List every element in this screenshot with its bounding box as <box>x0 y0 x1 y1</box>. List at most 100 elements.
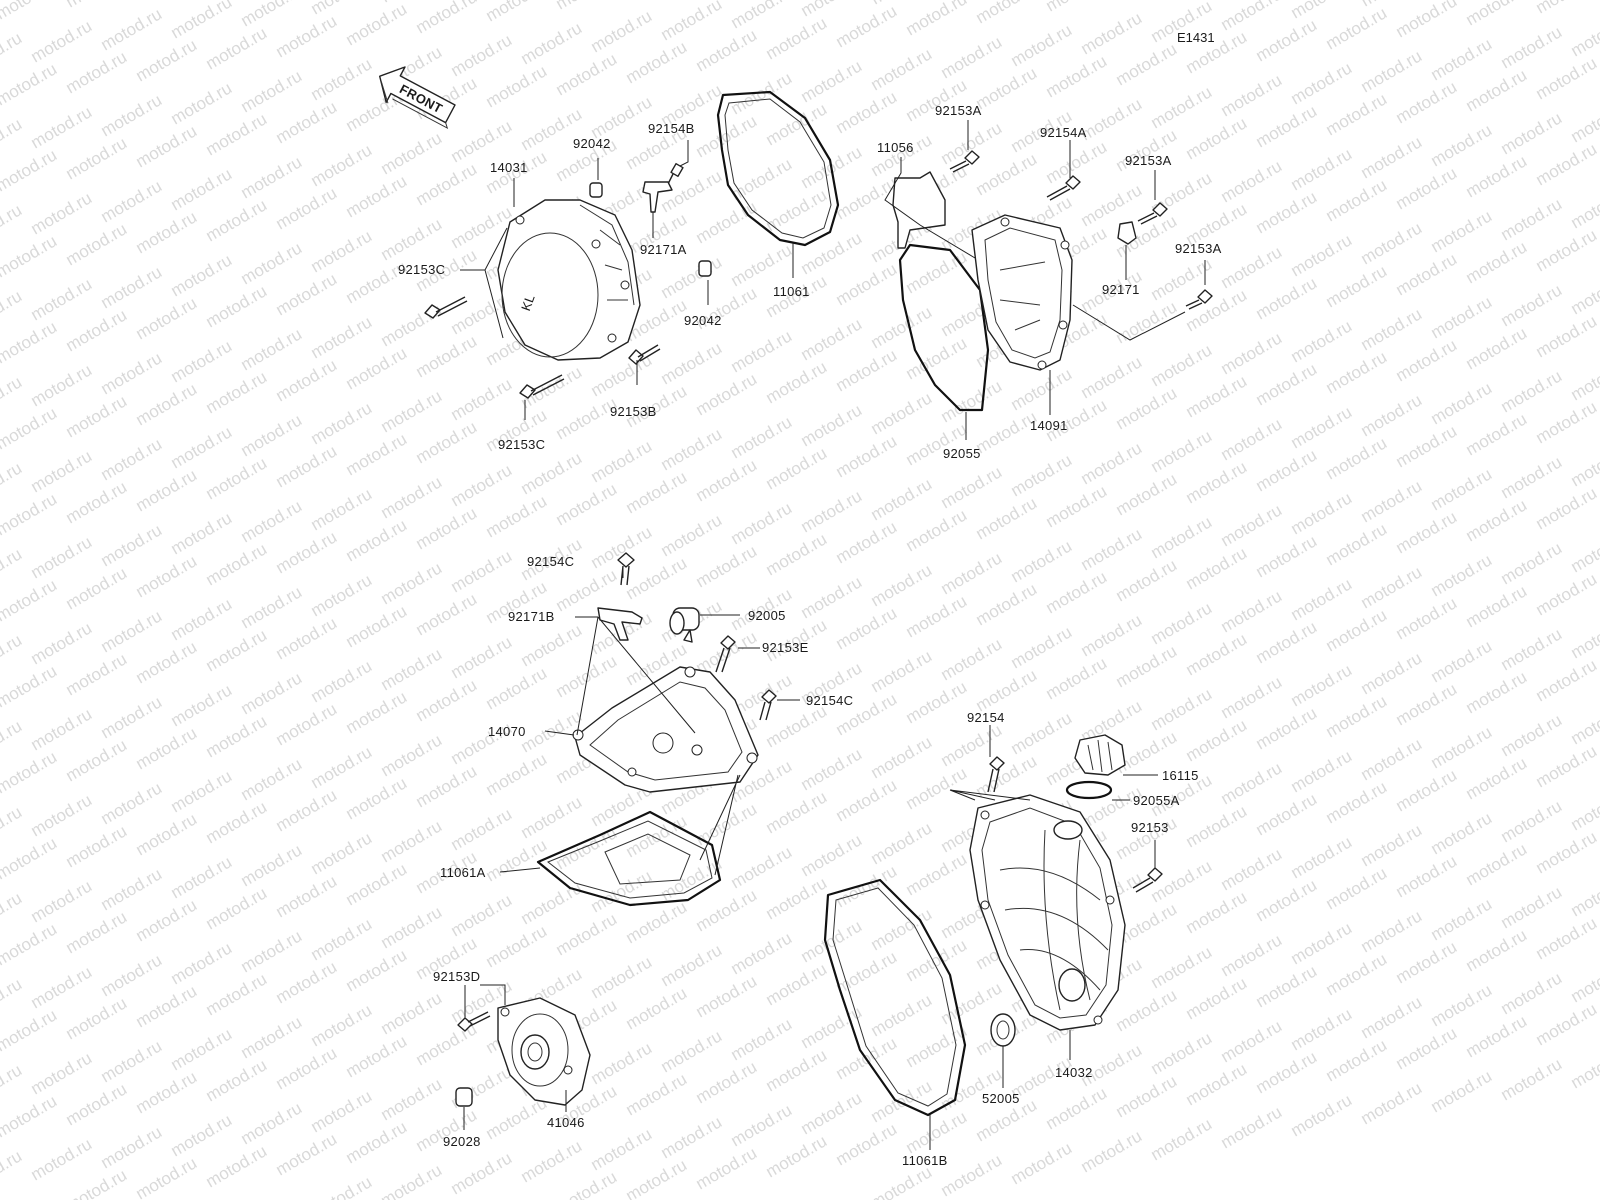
watermark-text: motod.ru <box>1393 765 1461 815</box>
label-92153e: 92153E <box>762 640 809 655</box>
watermark-text: motod.ru <box>1393 1023 1461 1073</box>
watermark-text: motod.ru <box>1253 617 1321 667</box>
watermark-text: motod.ru <box>168 508 236 558</box>
watermark-text: motod.ru <box>833 775 901 825</box>
part-11061a-gasket <box>536 810 722 907</box>
watermark-text: motod.ru <box>308 828 376 878</box>
watermark-text: motod.ru <box>868 732 936 782</box>
watermark-text: motod.ru <box>763 357 831 407</box>
watermark-text: motod.ru <box>728 1100 796 1150</box>
watermark-text: motod.ru <box>0 575 60 625</box>
watermark-text: motod.ru <box>868 818 936 868</box>
watermark-text: motod.ru <box>1393 851 1461 901</box>
watermark-text: motod.ru <box>1568 612 1600 662</box>
watermark-text: motod.ru <box>133 809 201 859</box>
watermark-text: motod.ru <box>203 281 271 331</box>
label-92042-lower: 92042 <box>684 313 722 328</box>
watermark-text: motod.ru <box>903 505 971 555</box>
watermark-text: motod.ru <box>1288 230 1356 280</box>
watermark-text: motod.ru <box>1183 801 1251 851</box>
watermark-text: motod.ru <box>553 1167 621 1200</box>
label-11061: 11061 <box>773 284 810 299</box>
watermark-text: motod.ru <box>1288 0 1356 22</box>
watermark-text: motod.ru <box>1113 555 1181 605</box>
part-11061b-gasket <box>823 878 967 1117</box>
part-92153b-bolt <box>628 344 661 365</box>
watermark-text: motod.ru <box>553 565 621 615</box>
watermark-text: motod.ru <box>28 618 96 668</box>
watermark-text: motod.ru <box>868 302 936 352</box>
watermark-text: motod.ru <box>973 149 1041 199</box>
watermark-text: motod.ru <box>833 173 901 223</box>
watermark-text: motod.ru <box>1358 1078 1426 1128</box>
watermark-text: motod.ru <box>203 109 271 159</box>
watermark-text: motod.ru <box>553 0 621 13</box>
watermark-text: motod.ru <box>833 87 901 137</box>
watermark-text: motod.ru <box>1568 870 1600 920</box>
watermark-text: motod.ru <box>238 410 306 460</box>
watermark-text: motod.ru <box>1078 352 1146 402</box>
part-92171a-clamp <box>642 181 673 213</box>
part-92154-bolt <box>987 756 1005 793</box>
watermark-text: motod.ru <box>1463 495 1531 545</box>
watermark-text: motod.ru <box>1428 464 1496 514</box>
watermark-text: motod.ru <box>238 496 306 546</box>
part-92055a-o-ring <box>1065 780 1113 800</box>
watermark-text: motod.ru <box>63 219 131 269</box>
watermark-text: motod.ru <box>238 66 306 116</box>
watermark-text: motod.ru <box>98 864 166 914</box>
watermark-text: motod.ru <box>0 286 25 336</box>
watermark-text: motod.ru <box>413 159 481 209</box>
watermark-text: motod.ru <box>1533 913 1600 963</box>
watermark-text: motod.ru <box>1358 734 1426 784</box>
watermark-text: motod.ru <box>0 231 60 281</box>
watermark-text: motod.ru <box>798 830 866 880</box>
watermark-text: motod.ru <box>693 1057 761 1107</box>
watermark-text: motod.ru <box>1113 1071 1181 1121</box>
watermark-text: motod.ru <box>413 761 481 811</box>
watermark-text: motod.ru <box>903 1021 971 1071</box>
watermark-text: motod.ru <box>63 993 131 1043</box>
watermark-text: motod.ru <box>28 446 96 496</box>
part-92154a-bolt <box>1046 175 1081 201</box>
part-92153c-bolt-upper <box>424 296 468 319</box>
watermark-text: motod.ru <box>1323 3 1391 53</box>
watermark-text: motod.ru <box>448 460 516 510</box>
watermark-text: motod.ru <box>238 754 306 804</box>
watermark-text: motod.ru <box>938 376 1006 426</box>
watermark-text: motod.ru <box>973 493 1041 543</box>
watermark-text: motod.ru <box>1568 526 1600 576</box>
label-92153: 92153 <box>1131 820 1169 835</box>
watermark-text: motod.ru <box>1148 1028 1216 1078</box>
watermark-text: motod.ru <box>1148 512 1216 562</box>
watermark-text: motod.ru <box>343 429 411 479</box>
watermark-text: motod.ru <box>693 971 761 1021</box>
watermark-text: motod.ru <box>63 0 131 11</box>
watermark-text: motod.ru <box>1183 543 1251 593</box>
watermark-text: motod.ru <box>133 121 201 171</box>
part-92153a-bolt-right-upper <box>1137 202 1168 225</box>
label-14032: 14032 <box>1055 1065 1093 1080</box>
watermark-text: motod.ru <box>308 312 376 362</box>
part-14032-cover <box>969 794 1126 1031</box>
watermark-text: motod.ru <box>1008 622 1076 672</box>
watermark-text: motod.ru <box>273 441 341 491</box>
watermark-text: motod.ru <box>693 197 761 247</box>
watermark-text: motod.ru <box>1288 316 1356 366</box>
watermark-text: motod.ru <box>728 154 796 204</box>
part-92153a-bolt-right-lower <box>1185 289 1213 310</box>
watermark-text: motod.ru <box>238 668 306 718</box>
watermark-text: motod.ru <box>833 603 901 653</box>
watermark-text: motod.ru <box>1533 741 1600 791</box>
watermark-text: motod.ru <box>903 849 971 899</box>
watermark-text: motod.ru <box>343 601 411 651</box>
watermark-text: motod.ru <box>588 1124 656 1174</box>
watermark-text: motod.ru <box>1358 820 1426 870</box>
part-14070-cover <box>572 666 759 793</box>
watermark-text: motod.ru <box>973 665 1041 715</box>
watermark-text: motod.ru <box>1393 0 1461 41</box>
label-92153a-left: 92153A <box>935 103 982 118</box>
watermark-text: motod.ru <box>1288 832 1356 882</box>
watermark-text: motod.ru <box>28 16 96 66</box>
